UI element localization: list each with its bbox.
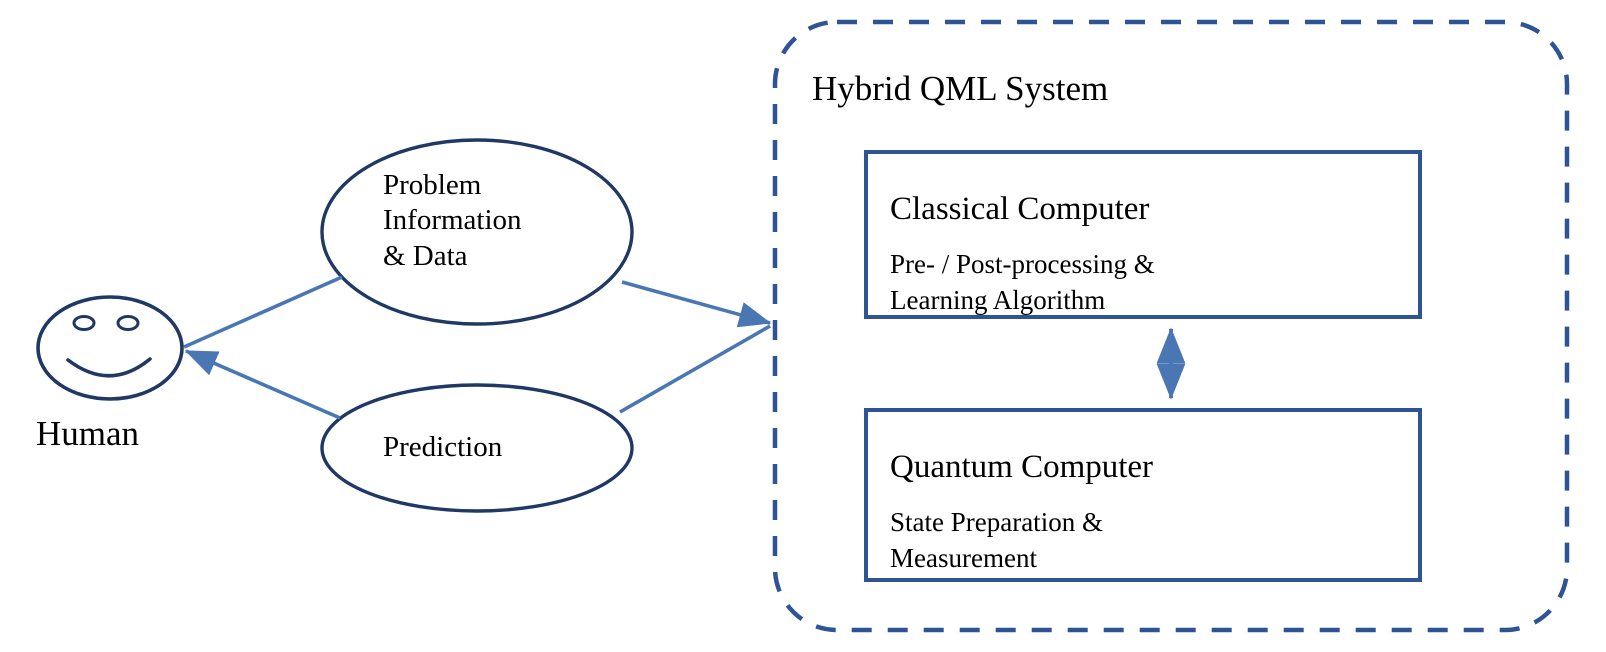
smiley-face-icon (36, 295, 184, 401)
prediction-to-human-connector (184, 349, 341, 420)
classical-computer-title: Classical Computer (890, 190, 1150, 227)
classical-computer-box (864, 150, 1422, 319)
smiley-eye-left-icon (72, 315, 96, 331)
quantum-computer-box (864, 408, 1422, 582)
hybrid-qml-system-container (772, 19, 1570, 633)
quantum-computer-title: Quantum Computer (890, 448, 1154, 485)
classical-computer-text-block: Classical Computer Pre- / Post-processin… (890, 170, 1155, 338)
problem-information-and-data-ellipse (320, 138, 634, 326)
system-to-prediction-connector (619, 324, 771, 414)
classical-computer-subtitle: Pre- / Post-processing & Learning Algori… (890, 249, 1155, 315)
problem-info-to-system-connector (621, 280, 772, 328)
quantum-computer-text-block: Quantum Computer State Preparation & Mea… (890, 428, 1153, 596)
prediction-ellipse (320, 383, 634, 513)
smiley-mouth-icon (66, 357, 152, 378)
problem-information-and-data-label: Problem Information & Data (383, 169, 522, 272)
smiley-eye-right-icon (116, 315, 140, 331)
human-to-problem-info-connector (183, 275, 343, 349)
human-label: Human (36, 414, 140, 453)
quantum-computer-subtitle: State Preparation & Measurement (890, 507, 1103, 573)
prediction-label: Prediction (383, 431, 503, 463)
hybrid-qml-system-title: Hybrid QML System (812, 69, 1109, 108)
